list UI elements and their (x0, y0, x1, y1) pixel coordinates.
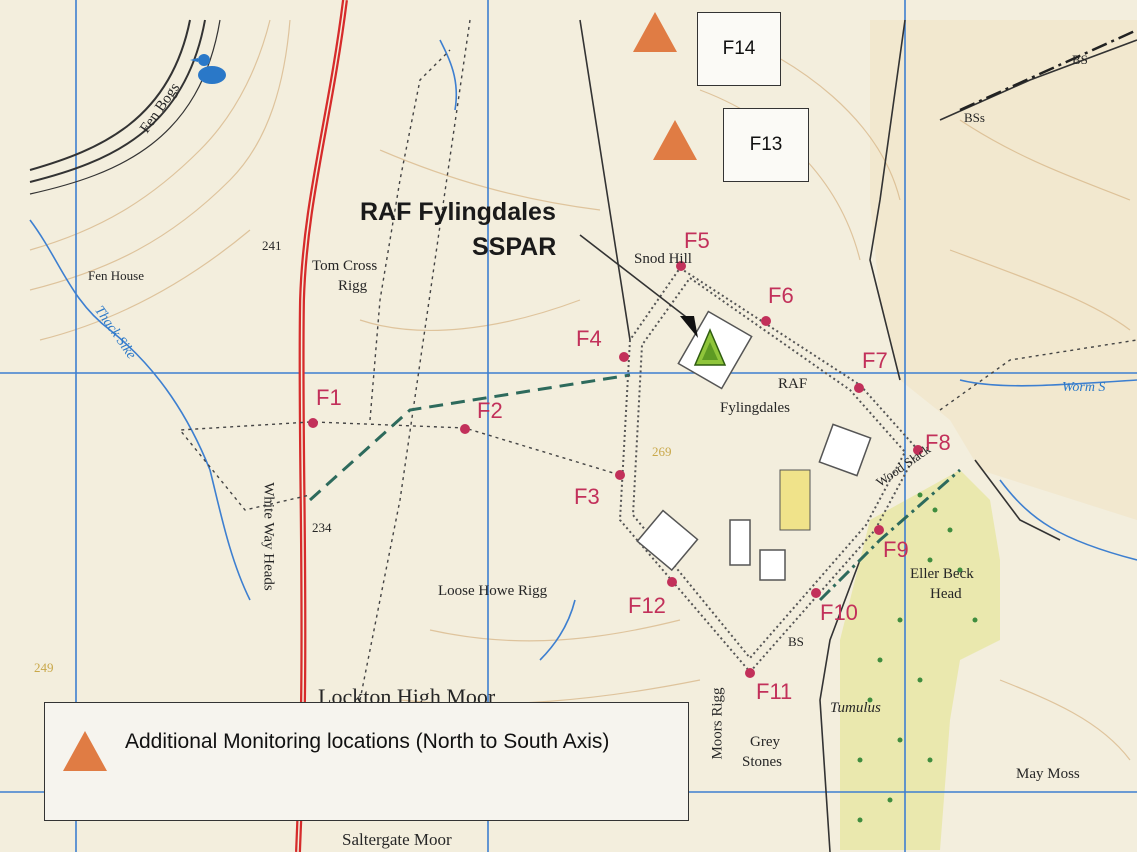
place-loose-howe-rigg: Loose Howe Rigg (438, 583, 548, 599)
place-tom-cross: Tom Cross (312, 258, 378, 274)
place-tumulus: Tumulus (830, 700, 881, 716)
place-bs-top: BS (1072, 52, 1088, 67)
box-f14-label: F14 (722, 38, 756, 59)
marker-triangle-f13 (653, 120, 697, 160)
woodland-dots (857, 492, 978, 823)
place-grey: Grey (750, 734, 780, 750)
site-f2: F2 (477, 398, 503, 423)
box-f14: F14 (697, 12, 781, 86)
place-rigg: Rigg (338, 278, 368, 294)
site-f11: F11 (756, 679, 793, 704)
place-worm-sike: Worm S (1062, 380, 1106, 395)
place-bs-bottom: BS (788, 634, 804, 649)
monitoring-points (308, 261, 923, 678)
bird-icon (190, 54, 226, 84)
streams (29, 39, 1137, 661)
place-snod-hill: Snod Hill (634, 251, 692, 267)
site-f4: F4 (576, 326, 602, 351)
place-fen-house: Fen House (88, 268, 144, 283)
green-route (308, 373, 631, 502)
legend-text: Additional Monitoring locations (North t… (125, 730, 610, 753)
radar-icon (693, 328, 727, 366)
place-white-way-heads: White Way Heads (260, 482, 277, 591)
spot-height-269: 269 (652, 444, 672, 459)
spot-height-241: 241 (262, 238, 282, 253)
box-f13-label: F13 (749, 134, 783, 155)
legend: Additional Monitoring locations (North t… (44, 702, 689, 821)
site-f10: F10 (820, 600, 858, 625)
site-f8: F8 (925, 430, 951, 455)
site-f7: F7 (862, 348, 888, 373)
place-head: Head (930, 586, 962, 602)
railway-dash (959, 28, 1137, 112)
site-f5: F5 (684, 228, 710, 253)
marker-triangle-f14 (633, 12, 677, 52)
place-eller-beck: Eller Beck (910, 566, 974, 582)
boundary-lines (579, 19, 1137, 852)
site-f9: F9 (883, 537, 909, 562)
site-f12: F12 (628, 593, 666, 618)
place-may-moss: May Moss (1016, 766, 1080, 782)
legend-triangle-icon (63, 731, 107, 771)
place-raf: RAF (778, 376, 808, 392)
box-f13: F13 (723, 108, 809, 182)
tracks (178, 19, 1137, 701)
spot-height-234: 234 (312, 520, 332, 535)
spot-height-249: 249 (34, 660, 54, 675)
site-f6: F6 (768, 283, 794, 308)
place-bss: BSs (964, 110, 985, 125)
place-fylingdales: Fylingdales (720, 400, 790, 416)
callout-subtitle: SSPAR (472, 233, 557, 261)
callout-title: RAF Fylingdales (360, 198, 556, 226)
place-moors-rigg: Moors Rigg (709, 687, 726, 760)
place-stones: Stones (742, 754, 783, 770)
place-saltergate-moor: Saltergate Moor (342, 830, 452, 849)
site-f1: F1 (316, 385, 342, 410)
site-f3: F3 (574, 484, 600, 509)
